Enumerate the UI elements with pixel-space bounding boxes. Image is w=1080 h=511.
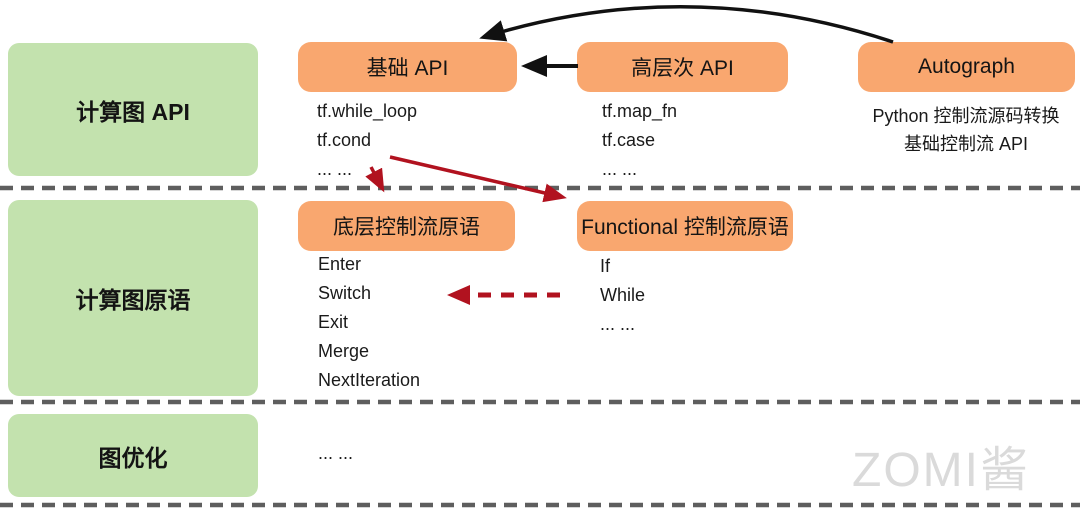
- node-basic-api: 基础 API: [298, 42, 517, 92]
- list-item: tf.cond: [317, 130, 372, 150]
- list-item: ... ...: [600, 314, 636, 334]
- node-highlevel-api: 高层次 API: [577, 42, 788, 92]
- list-item: tf.while_loop: [317, 101, 418, 121]
- node-highlevel-api-title: 高层次 API: [631, 57, 734, 80]
- section-box-graph-api: 计算图 API: [8, 43, 258, 176]
- list-item: NextIteration: [318, 370, 421, 390]
- section-box-graph-optimization: 图优化: [8, 414, 258, 497]
- autograph-description: Python 控制流源码转换 基础控制流 API: [846, 102, 1080, 158]
- highlevel-api-item-list: tf.map_fn tf.case ... ...: [602, 97, 677, 184]
- list-item: Switch: [318, 283, 372, 303]
- node-functional-title: Functional 控制流原语: [581, 216, 789, 239]
- list-item: tf.case: [602, 130, 656, 150]
- autograph-desc-line1: Python 控制流源码转换: [872, 106, 1060, 126]
- list-item: Merge: [318, 341, 370, 361]
- list-item: ... ...: [317, 159, 353, 179]
- list-item: tf.map_fn: [602, 101, 678, 121]
- watermark-text: ZOMI酱: [852, 444, 1030, 497]
- arrow-autograph-to-basic-api: [479, 4, 894, 44]
- functional-primitive-list: If While ... ...: [600, 252, 645, 339]
- node-lowlevel-title: 底层控制流原语: [333, 216, 480, 239]
- optimization-ellipsis: ... ...: [318, 443, 354, 463]
- list-item: While: [600, 285, 646, 305]
- section-label-graph-optimization: 图优化: [98, 444, 168, 471]
- list-item: If: [600, 256, 611, 276]
- section-box-graph-primitives: 计算图原语: [8, 200, 258, 396]
- node-autograph: Autograph: [858, 42, 1075, 92]
- list-item: Exit: [318, 312, 349, 332]
- list-item: ... ...: [602, 159, 638, 179]
- list-item: Enter: [318, 254, 362, 274]
- section-label-graph-primitives: 计算图原语: [75, 287, 191, 313]
- node-autograph-title: Autograph: [918, 55, 1015, 78]
- section-label-graph-api: 计算图 API: [76, 98, 190, 125]
- arrow-functional-to-lowlevel-head: [447, 285, 470, 305]
- node-functional-control-primitives: Functional 控制流原语: [577, 201, 793, 251]
- autograph-desc-line2: 基础控制流 API: [903, 134, 1028, 154]
- node-basic-api-title: 基础 API: [366, 57, 449, 80]
- node-lowlevel-control-primitives: 底层控制流原语: [298, 201, 515, 251]
- basic-api-item-list: tf.while_loop tf.cond ... ...: [317, 97, 417, 184]
- lowlevel-primitive-list: Enter Switch Exit Merge NextIteration: [318, 250, 420, 395]
